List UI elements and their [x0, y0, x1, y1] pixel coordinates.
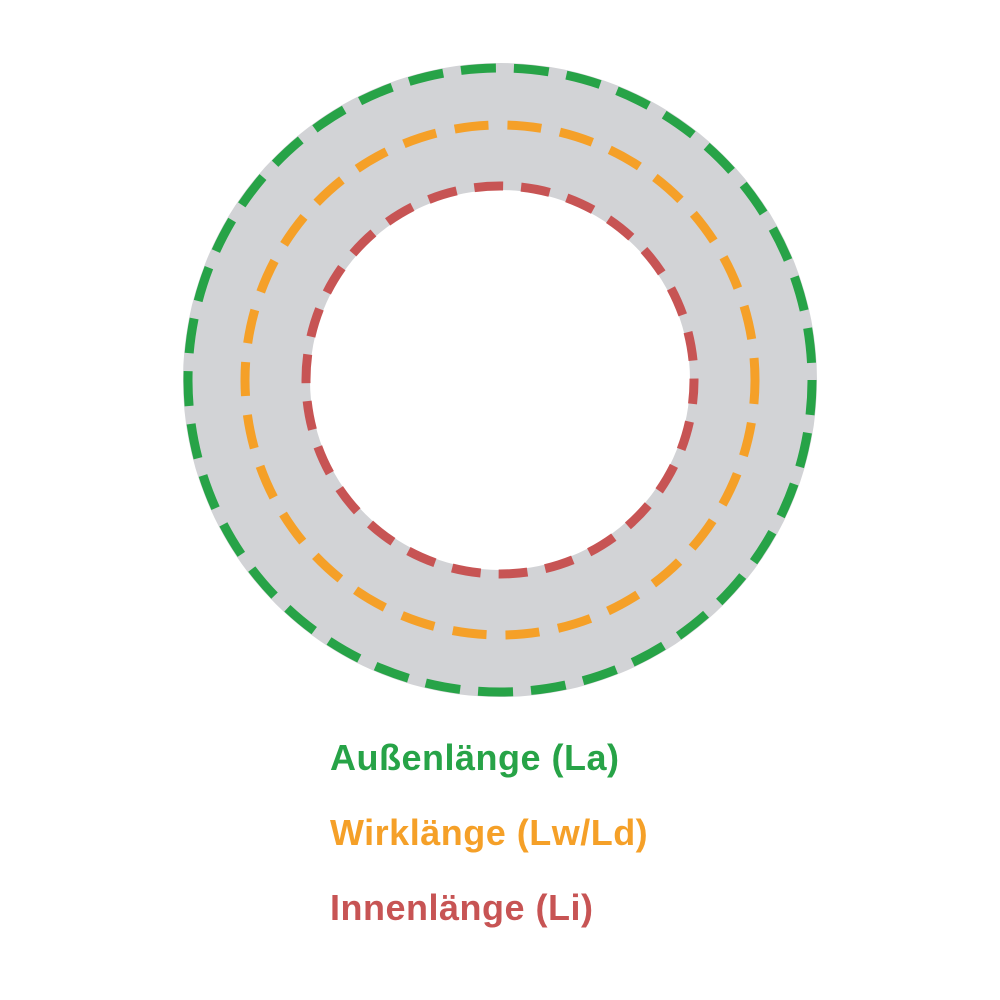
effective-length-circle [240, 120, 760, 640]
legend-outer-length: Außenlänge (La) [330, 737, 620, 778]
outer-length-circle [183, 63, 817, 697]
legend: Außenlänge (La) Wirklänge (Lw/Ld) Innenl… [330, 740, 648, 926]
inner-length-circle [301, 181, 699, 579]
legend-inner-length: Innenlänge (Li) [330, 887, 594, 928]
legend-effective-length: Wirklänge (Lw/Ld) [330, 812, 649, 853]
